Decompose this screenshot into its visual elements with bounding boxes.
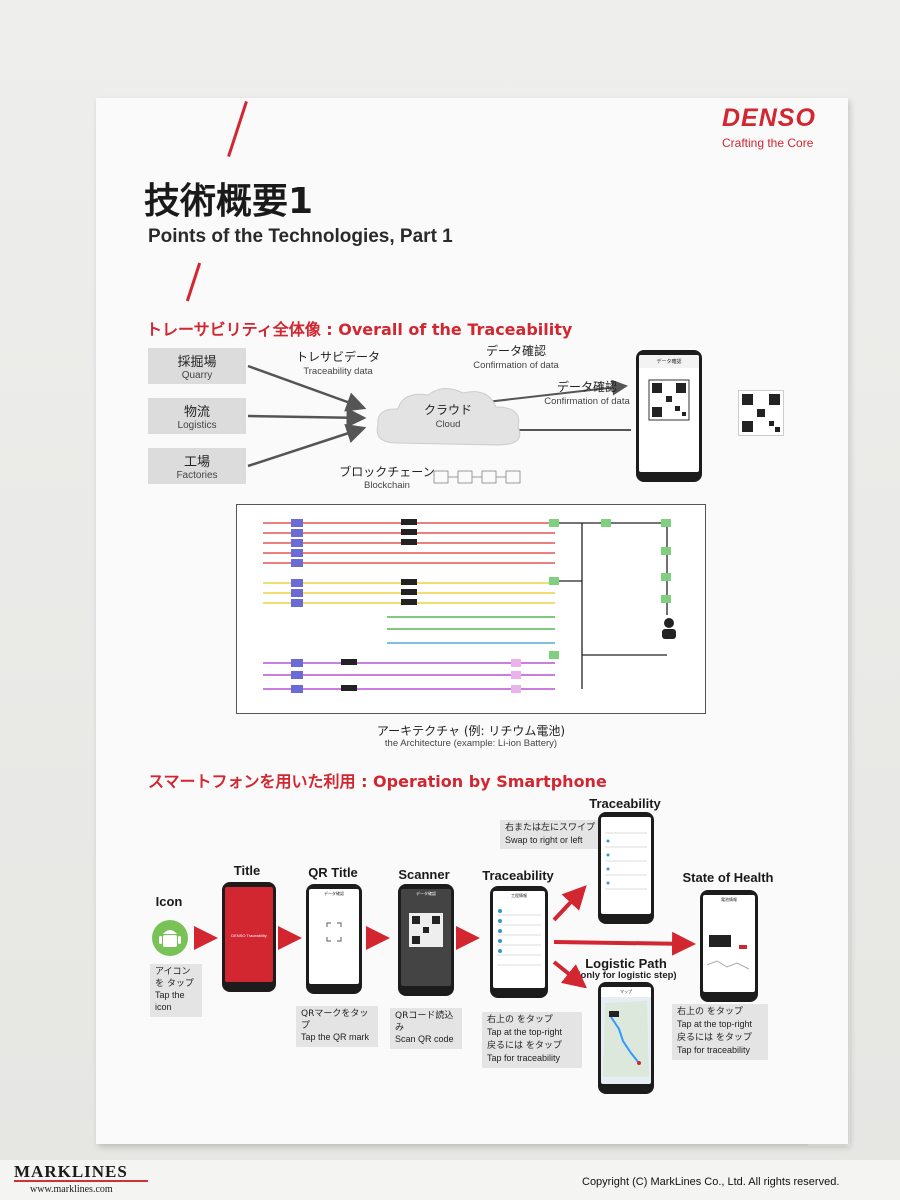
note-trace-en2: Tap for traceability <box>487 1053 561 1064</box>
cloud-icon <box>376 388 521 446</box>
section-heading-smartphone: スマートフォンを用いた利用 : Operation by Smartphone <box>148 772 607 791</box>
page-title: 技術概要1 <box>144 181 314 222</box>
map-icon <box>603 1001 649 1077</box>
flow-red-arrows <box>194 885 696 988</box>
note-soh-jp1: 右上の をタップ <box>677 1007 743 1017</box>
trace-data-label-jp: トレサビデータ <box>295 350 380 364</box>
note-icon-en: Tap the icon <box>155 990 185 1013</box>
note-scan-en: Scan QR code <box>395 1034 454 1045</box>
phone-state-of-health: 電池情報 <box>700 890 758 1002</box>
android-icon[interactable] <box>152 920 188 956</box>
logistic-path-note: (only for logistic step) <box>577 970 677 981</box>
note-swipe-jp: 右または左にスワイプ <box>505 823 596 833</box>
step-title-icon: Icon <box>155 894 183 909</box>
qr-code-sample <box>738 390 784 436</box>
map-screen-header: マップ <box>601 987 651 997</box>
scan-screen-header: データ確認 <box>416 891 436 896</box>
architecture-label-jp: アーキテクチャ (例: リチウム電池) <box>376 724 566 738</box>
qr-screen-header: データ確認 <box>324 891 344 896</box>
cloud-label-en: Cloud <box>435 419 461 430</box>
architecture-label-en: the Architecture (example: Li-ion Batter… <box>384 738 558 749</box>
trace-list <box>497 909 541 966</box>
confirm-top-label-jp: データ確認 <box>485 344 546 358</box>
note-icon: アイコンを タップ Tap the icon <box>150 964 202 1017</box>
poster: DENSO Crafting the Core 技術概要1 Points of … <box>96 98 848 1144</box>
step-title-scanner: Scanner <box>398 867 450 882</box>
marklines-logo-underline <box>14 1180 148 1182</box>
section-heading-traceability: トレーサビリティ全体像 : Overall of the Traceabilit… <box>146 320 573 339</box>
step-title-traceability-top: Traceability <box>589 796 661 811</box>
note-soh-en2: Tap for traceability <box>677 1045 751 1056</box>
note-qr: QRマークをタップ Tap the QR mark <box>296 1006 378 1048</box>
qr-code-icon <box>409 913 443 947</box>
android-robot-icon <box>159 930 181 947</box>
blockchain-icon <box>433 470 521 484</box>
step-title-traceability: Traceability <box>482 868 554 883</box>
marklines-url: www.marklines.com <box>30 1184 113 1195</box>
blockchain-label-jp: ブロックチェーン <box>339 465 435 479</box>
trace-detail-list <box>605 832 647 890</box>
note-swipe: 右または左にスワイプ Swap to right or left <box>500 820 600 850</box>
source-label-jp: 採掘場 <box>177 355 217 370</box>
marklines-logo: MARKLINES <box>14 1162 128 1181</box>
architecture-graph <box>263 519 676 693</box>
note-soh-jp2: 戻るには をタップ <box>677 1033 752 1044</box>
phone-confirm: データ確認 <box>636 350 702 482</box>
architecture-diagram <box>236 504 706 714</box>
qr-scan-mark-icon[interactable] <box>309 917 359 957</box>
phone-traceability: 工程情報 <box>490 886 548 998</box>
note-trace-en1: Tap at the top-right <box>487 1026 563 1037</box>
source-label-en: Factories <box>176 470 218 481</box>
source-quarry: 採掘場 Quarry <box>148 348 246 384</box>
confirm-top-label-en: Confirmation of data <box>473 360 559 371</box>
note-state-of-health: 右上の をタップ Tap at the top-right 戻るには をタップ … <box>672 1004 768 1060</box>
note-trace-jp1: 右上の をタップ <box>487 1015 553 1025</box>
note-icon-jp: アイコンを タップ <box>155 967 194 989</box>
source-logistics: 物流 Logistics <box>148 398 246 434</box>
blockchain-label-en: Blockchain <box>364 480 410 491</box>
phone-qr-title: データ確認 <box>306 884 362 994</box>
note-soh-en1: Tap at the top-right <box>677 1018 753 1029</box>
note-scan-jp: QRコード読込み <box>395 1011 454 1033</box>
copyright-notice: Copyright (C) MarkLines Co., Ltd. All ri… <box>582 1176 840 1188</box>
step-title-qr-title: QR Title <box>308 865 358 880</box>
trace-data-label-en: Traceability data <box>303 366 373 377</box>
brand-tagline: Crafting the Core <box>722 136 814 150</box>
soh-chart <box>706 935 750 970</box>
qr-code-icon <box>648 379 690 421</box>
step-title-logistic-path: Logistic Path <box>585 956 667 971</box>
note-qr-jp: QRマークをタップ <box>301 1009 369 1031</box>
source-label-en: Logistics <box>177 420 217 431</box>
confirm-right-label-jp: データ確認 <box>556 380 617 394</box>
confirm-right-label-en: Confirmation of data <box>544 396 630 407</box>
step-title-state-of-health: State of Health <box>682 870 774 885</box>
cloud-label-jp: クラウド <box>423 403 472 417</box>
trace-screen-header: 工程情報 <box>511 893 527 898</box>
note-trace-jp2: 戻るには をタップ <box>487 1041 562 1052</box>
soh-screen-header: 電池情報 <box>721 897 737 902</box>
page-subtitle: Points of the Technologies, Part 1 <box>148 226 453 247</box>
step-title-title: Title <box>233 863 261 878</box>
source-factories: 工場 Factories <box>148 448 246 484</box>
phone-scanner: データ確認 <box>398 884 454 996</box>
note-swipe-en: Swap to right or left <box>505 834 583 845</box>
source-label-jp: 工場 <box>183 455 210 470</box>
note-scan: QRコード読込み Scan QR code <box>390 1008 462 1050</box>
cloud: クラウド Cloud <box>368 383 528 458</box>
note-qr-en: Tap the QR mark <box>301 1032 370 1043</box>
denso-logo: DENSO <box>722 104 816 132</box>
floor <box>0 1160 900 1200</box>
accent-slash-mid <box>185 262 202 302</box>
phone-header: データ確認 <box>639 355 699 368</box>
phone-traceability-swipe <box>598 812 654 924</box>
source-label-en: Quarry <box>181 370 213 381</box>
qr-code-icon <box>742 394 780 432</box>
title-screen-text: DENSO Traceability <box>231 933 267 938</box>
source-label-jp: 物流 <box>183 405 210 420</box>
note-traceability: 右上の をタップ Tap at the top-right 戻るには をタップ … <box>482 1012 582 1068</box>
phone-logistic-path: マップ <box>598 982 654 1094</box>
phone-title: DENSO Traceability <box>222 882 276 992</box>
accent-slash-top <box>227 100 248 158</box>
